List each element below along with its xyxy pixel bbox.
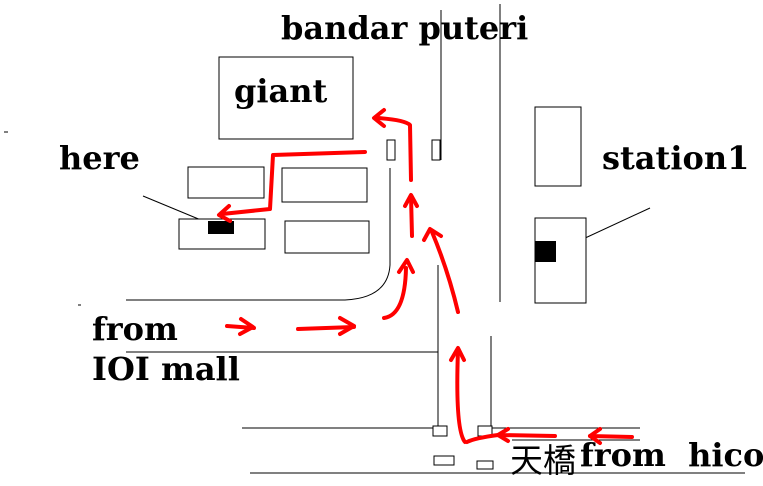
label-from-hicom: from hicom [580,436,763,474]
block-1 [187,166,265,199]
road-curve-ioi [126,168,391,301]
route-up-2-head [422,227,443,242]
route-turn-left-head [217,204,232,223]
bridge-post-1 [432,425,448,437]
route-ioi-arrow-1-head [238,317,255,336]
route-hicom-arrow-1-head [588,427,602,445]
route-ioi-arrow-2 [296,325,356,331]
route-up-4-head [372,108,386,128]
label-station1: station1 [602,139,750,177]
label-bandar-puteri: bandar puteri [281,9,529,47]
route-up-3-head [403,193,419,208]
route-up-4 [376,116,413,182]
route-turn-left [220,150,367,216]
pillar-1 [386,139,396,161]
bridge-post-3 [433,455,455,466]
route-up-1 [455,348,467,444]
pillar-2 [431,139,441,161]
route-up-3 [409,194,414,238]
giant-building [218,56,354,140]
label-here: here [59,139,140,177]
bridge-post-4 [476,460,494,470]
station-upper-block [534,106,582,187]
route-up-2 [430,230,460,314]
buildings [178,56,587,470]
route-ioi-arrow-3 [382,266,408,320]
block-4 [284,220,370,254]
route-hicom-arrow-2-head [496,427,510,443]
label-giant: giant [234,72,328,110]
route-hicom-arrow-1 [588,434,634,439]
route-arrows [217,108,634,445]
label-from-ioi-line1: from [92,310,178,348]
route-ioi-arrow-3-head [397,258,415,274]
station1-marker [535,241,556,262]
label-from-ioi-line2: IOI mall [92,350,240,388]
block-2 [281,167,368,203]
route-up-1-head [449,346,466,362]
label-bridge: 天橋 [510,441,576,480]
route-ioi-arrow-2-head [338,316,356,336]
here-marker [208,221,234,234]
roads [4,4,745,474]
